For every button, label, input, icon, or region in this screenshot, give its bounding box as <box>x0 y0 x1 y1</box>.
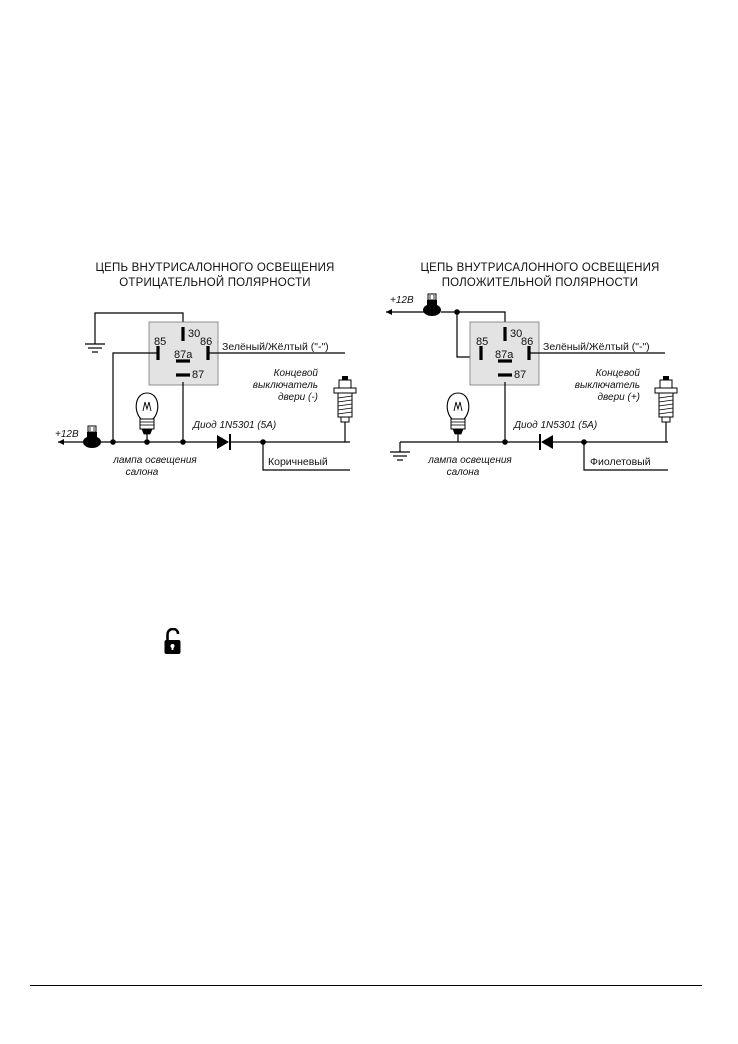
left-pin-30: 30 <box>188 328 200 340</box>
right-switch-label-line1: Концевой <box>596 368 641 379</box>
left-wire-85 <box>112 352 158 442</box>
right-diode-icon <box>539 434 553 450</box>
left-power-label: +12В <box>55 429 79 440</box>
right-junction-top <box>454 309 460 315</box>
left-switch-label-line1: Концевой <box>274 368 319 379</box>
left-diode-label: Диод 1N5301 (5A) <box>192 420 276 431</box>
right-pin-87a: 87a <box>495 349 514 361</box>
left-junction-lamp <box>144 439 150 445</box>
lock-open-icon <box>164 628 181 654</box>
right-lamp-icon <box>446 392 470 435</box>
left-switch-label-line2: выключатель <box>253 380 318 391</box>
right-circuit: ЦЕПЬ ВНУТРИСАЛОННОГО ОСВЕЩЕНИЯ ПОЛОЖИТЕЛ… <box>386 262 678 478</box>
left-wire-86-label: Зелёный/Жёлтый ("-") <box>222 341 329 353</box>
left-wire-ground <box>94 312 184 344</box>
left-ground-icon <box>85 343 105 353</box>
right-power-label: +12В <box>390 295 414 306</box>
right-pin-85: 85 <box>476 336 488 348</box>
right-title-line2: ПОЛОЖИТЕЛЬНОЙ ПОЛЯРНОСТИ <box>442 276 639 289</box>
right-switch-label-line3: двери (+) <box>598 392 641 403</box>
right-title-line1: ЦЕПЬ ВНУТРИСАЛОННОГО ОСВЕЩЕНИЯ <box>420 262 659 274</box>
right-ground-icon <box>390 442 410 461</box>
left-pin-85: 85 <box>154 336 166 348</box>
right-junction-87 <box>502 439 508 445</box>
right-fuse-icon <box>422 293 442 317</box>
right-door-switch-icon <box>654 375 678 423</box>
right-wire-30 <box>441 311 506 326</box>
right-pin-30: 30 <box>510 328 522 340</box>
right-switch-label-line2: выключатель <box>575 380 640 391</box>
left-junction-85 <box>110 439 116 445</box>
left-output-wire <box>262 442 350 471</box>
left-title-line1: ЦЕПЬ ВНУТРИСАЛОННОГО ОСВЕЩЕНИЯ <box>95 262 334 274</box>
right-wire-86-label: Зелёный/Жёлтый ("-") <box>543 341 650 353</box>
footer-rule <box>30 985 702 986</box>
left-pin-87: 87 <box>192 369 204 381</box>
left-junction-87 <box>180 439 186 445</box>
right-power-arrow <box>386 309 430 315</box>
left-pin-87a: 87a <box>174 349 193 361</box>
left-switch-label-line3: двери (-) <box>278 392 318 403</box>
left-circuit: ЦЕПЬ ВНУТРИСАЛОННОГО ОСВЕЩЕНИЯ ОТРИЦАТЕЛ… <box>55 262 357 478</box>
left-diode-icon <box>217 434 231 450</box>
left-lamp-label-line2: салона <box>126 467 159 478</box>
left-lamp-icon <box>135 392 159 435</box>
left-output-wire-label: Коричневый <box>268 456 328 468</box>
right-diode-label: Диод 1N5301 (5A) <box>513 420 597 431</box>
left-door-switch-icon <box>333 375 357 423</box>
right-pin-86: 86 <box>521 336 533 348</box>
right-pin-87: 87 <box>514 369 526 381</box>
left-title-line2: ОТРИЦАТЕЛЬНОЙ ПОЛЯРНОСТИ <box>119 276 311 289</box>
right-output-wire <box>583 442 668 471</box>
right-lamp-label-line2: салона <box>447 467 480 478</box>
right-lamp-label-line1: лампа освещения <box>427 455 512 466</box>
left-fuse-icon <box>82 425 102 449</box>
left-pin-86: 86 <box>200 336 212 348</box>
left-lamp-label-line1: лампа освещения <box>112 455 197 466</box>
right-output-wire-label: Фиолетовый <box>590 456 651 468</box>
